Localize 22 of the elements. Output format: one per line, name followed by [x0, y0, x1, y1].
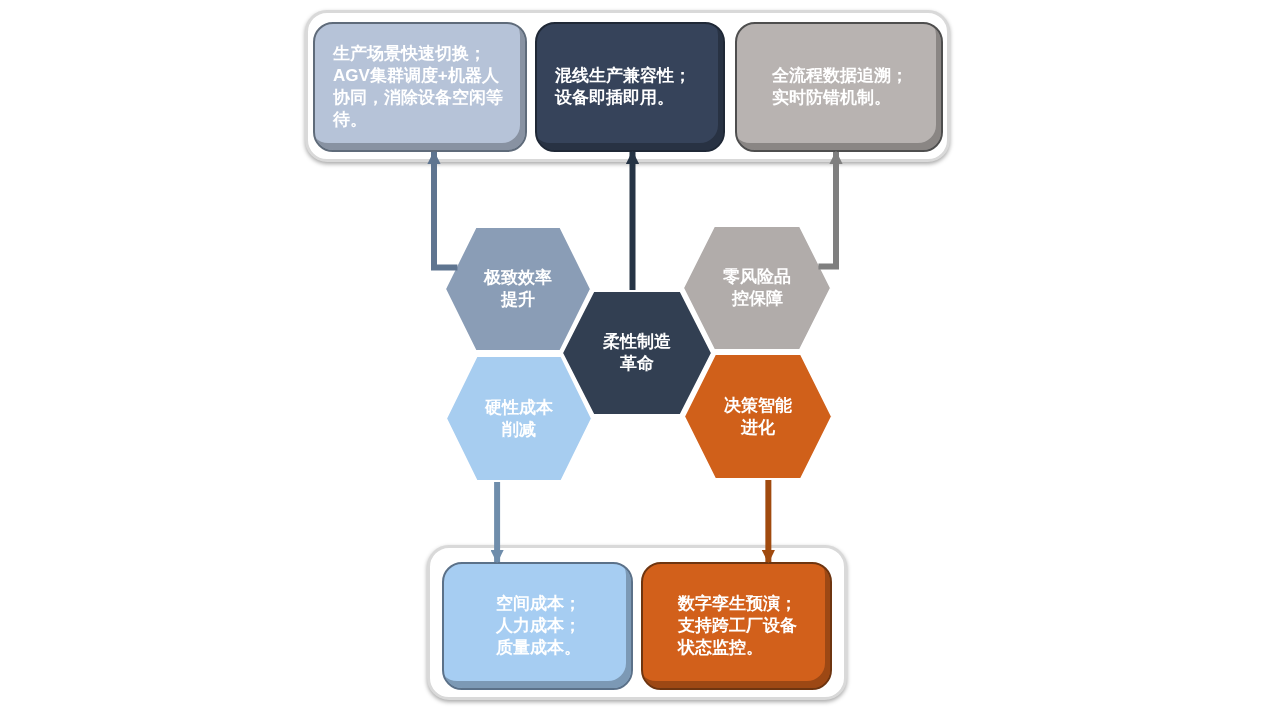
hexagon [684, 353, 832, 480]
text-box: 空间成本；人力成本；质量成本。 [442, 562, 633, 690]
arrow [490, 482, 504, 564]
arrow [625, 150, 640, 290]
hexagon-label: 硬性成本削减 [484, 396, 554, 441]
hexagon-label: 决策智能进化 [723, 394, 793, 439]
arrow [818, 150, 843, 270]
hexagon [446, 355, 592, 482]
panel [305, 10, 950, 162]
arrow [761, 480, 775, 564]
hexagon [683, 225, 831, 351]
panel [427, 545, 847, 700]
hexagon-label: 柔性制造革命 [602, 331, 672, 375]
hexagon [562, 290, 712, 416]
hexagon-label: 极致效率提升 [482, 267, 553, 311]
arrow [427, 150, 458, 271]
text-box: 数字孪生预演；支持跨工厂设备状态监控。 [641, 562, 832, 690]
text-box: 全流程数据追溯；实时防错机制。 [735, 22, 943, 152]
text-box: 混线生产兼容性；设备即插即用。 [535, 22, 725, 152]
hexagon-label: 零风险品控保障 [722, 266, 792, 310]
hexagon [445, 226, 591, 352]
text-box: 生产场景快速切换；AGV集群调度+机器人协同，消除设备空闲等待。 [313, 22, 527, 152]
